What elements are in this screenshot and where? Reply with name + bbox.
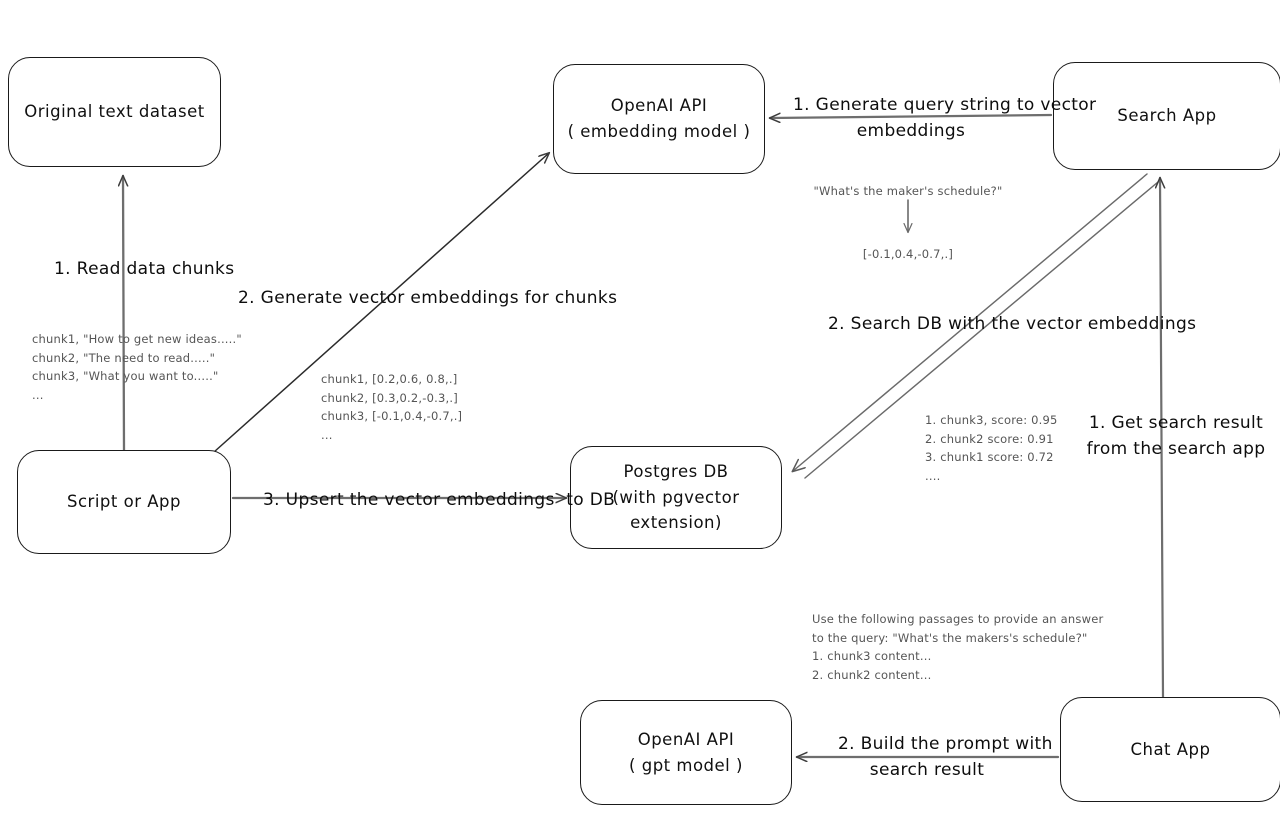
- edge-label-get-search-result: 1. Get search result from the search app: [1086, 413, 1266, 459]
- node-original-text-dataset[interactable]: Original text dataset: [8, 57, 221, 167]
- node-label: Chat App: [1130, 739, 1211, 759]
- node-sublabel: ( embedding model ): [567, 122, 751, 141]
- node-label: Script or App: [67, 492, 181, 512]
- annotation-chunk-vectors: chunk1, [0.2,0.6, 0.8,.] chunk2, [0.3,0.…: [321, 372, 463, 442]
- node-openai-api-gpt-model[interactable]: OpenAI API ( gpt model ): [580, 700, 792, 805]
- node-chat-app[interactable]: Chat App: [1060, 697, 1280, 802]
- node-script-or-app[interactable]: Script or App: [17, 450, 231, 554]
- node-openai-api-embedding-model[interactable]: OpenAI API ( embedding model ): [553, 64, 765, 174]
- edge-label-generate-vector-embeddings: 2. Generate vector embeddings for chunks: [238, 288, 618, 308]
- annotation-prompt-text: Use the following passages to provide an…: [812, 612, 1104, 682]
- node-label: OpenAI API: [637, 729, 735, 749]
- node-label: Postgres DB: [623, 462, 729, 482]
- edge-label-generate-query-string: 1. Generate query string to vector embed…: [793, 95, 1096, 141]
- edge-script-to-dataset: [123, 176, 124, 452]
- edge-label-read-data-chunks: 1. Read data chunks: [54, 259, 235, 279]
- annotation-search-results: 1. chunk3, score: 0.95 2. chunk2 score: …: [925, 413, 1058, 483]
- node-search-app[interactable]: Search App: [1053, 62, 1280, 170]
- node-label: Original text dataset: [24, 102, 205, 122]
- node-sublabel: (with pgvector extension): [612, 487, 740, 533]
- node-label: OpenAI API: [610, 96, 708, 116]
- node-postgres-db[interactable]: Postgres DB (with pgvector extension): [570, 446, 782, 549]
- edge-label-build-prompt: 2. Build the prompt with search result: [838, 734, 1053, 780]
- annotation-query-vector: [-0.1,0.4,-0.7,.]: [862, 247, 954, 261]
- annotation-query-string: "What's the maker's schedule?": [813, 184, 1003, 198]
- edge-label-search-db: 2. Search DB with the vector embeddings: [828, 314, 1197, 334]
- node-sublabel: ( gpt model ): [629, 755, 743, 775]
- edge-label-upsert-to-db: 3. Upsert the vector embeddings to DB: [263, 490, 616, 510]
- annotation-raw-chunks: chunk1, "How to get new ideas....." chun…: [32, 332, 242, 402]
- node-label: Search App: [1117, 106, 1217, 126]
